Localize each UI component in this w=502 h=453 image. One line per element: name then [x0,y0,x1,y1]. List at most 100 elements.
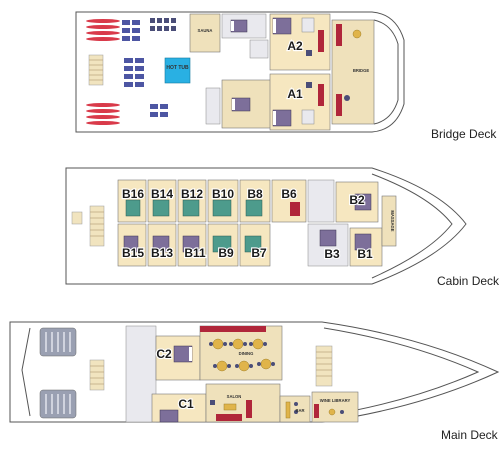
massage-room [381,195,397,247]
bridge-stair [88,54,104,86]
sofa [314,404,319,418]
cabin-b9-label: B9 [218,246,234,260]
cabin-c1-label: C1 [178,397,194,411]
kayak [86,37,120,41]
cabin-deck-bow-line [371,173,453,279]
sofa [318,84,324,106]
cabin-deck: B16 B14 B12 B10 B8 B6 B2 B15 [65,167,500,288]
cabin-b6-label: B6 [281,187,297,201]
cabin-row-top: B16 B14 B12 B10 B8 B6 B2 [117,179,379,223]
cabin-b2-label: B2 [349,193,365,207]
main-deck-bow-line [323,327,480,417]
coffee-table [223,403,237,411]
corridor-room [307,179,335,223]
banquette [200,326,266,332]
cabin-b1-label: B1 [357,247,373,261]
bridge-label: BRIDGE [353,68,369,73]
bed [159,409,179,423]
cabin-b10-label: B10 [212,187,234,201]
cabin-b15-label: B15 [122,246,144,260]
cabin-b3-label: B3 [324,247,340,261]
sofa [336,24,342,46]
kayak [86,31,120,35]
deck-chairs [150,18,176,31]
dining-label: DINING [239,351,254,356]
table [252,338,264,350]
stern-line [21,327,31,417]
bar-counter [285,401,291,419]
bed [354,233,372,251]
kayak [86,121,120,125]
massage-label: MASSAGE [390,210,395,231]
cabin-a2-label: A2 [287,39,303,53]
kayak-rack-bottom [86,103,120,125]
bed [182,199,200,217]
bed [212,235,232,253]
kayak [86,19,120,23]
table [232,338,244,350]
dining-tables [209,338,275,372]
cabin-a1-label: A1 [287,87,303,101]
table [352,29,362,39]
table [238,360,250,372]
main-deck-stair-fwd [315,345,333,387]
cabin-deck-title: Cabin Deck [437,274,500,288]
sofa [216,414,242,421]
sauna-room [189,13,221,53]
main-deck: C2 C1 DINING SALON [9,321,500,442]
kayak-rack-top [86,19,120,41]
hot-tub-label: HOT TUB [166,65,189,71]
service-area [125,325,157,423]
cabin-b11-label: B11 [184,246,206,260]
bed [152,235,170,253]
wine-library-room [311,391,359,423]
table [212,338,224,350]
bed [125,199,141,217]
cabin-b7-label: B7 [251,246,267,260]
cabin-b12-label: B12 [181,187,203,201]
bed [182,235,200,253]
main-deck-stair-aft [89,359,105,391]
bed [319,229,337,247]
bathroom [249,39,269,59]
cabin-b8-label: B8 [247,187,263,201]
sauna-label: SAUNA [198,28,213,33]
cabin-deck-stair [89,205,105,247]
bathroom [301,17,315,33]
cabin-c2-label: C2 [156,347,172,361]
bridge-deck: HOT TUB SAUNA A2 A1 BRID [75,11,497,141]
bridge-deck-title: Bridge Deck [431,127,497,141]
cabin-b14-label: B14 [151,187,173,201]
bridge-window-line [373,19,399,125]
cabin-b16-label: B16 [122,187,144,201]
wine-library-label: WINE LIBRARY [320,398,351,403]
bed [152,199,170,217]
sun-loungers [122,20,168,117]
dining-room [199,325,283,381]
sofa [336,94,342,116]
hot-tub [164,57,191,84]
bed [123,235,139,253]
kayak [86,115,120,119]
hatch [71,211,83,225]
sofa [246,400,252,418]
cabin-b6[interactable] [271,179,307,223]
bed [245,199,263,217]
sofa [318,30,324,52]
main-deck-title: Main Deck [441,428,499,442]
bed [354,193,372,211]
bed [244,235,262,253]
cabin-b13-label: B13 [151,246,173,260]
cabin-row-bottom: B15 B13 B11 B9 B7 B3 B1 [117,223,383,267]
bar-label: BAR [295,408,304,413]
table [260,358,272,370]
bathroom [301,109,315,125]
stern-benches [39,327,77,419]
bar-area [279,395,311,423]
bed [290,202,300,216]
kayak [86,103,120,107]
bathroom [205,87,221,125]
kayak [86,109,120,113]
bed [212,199,232,217]
